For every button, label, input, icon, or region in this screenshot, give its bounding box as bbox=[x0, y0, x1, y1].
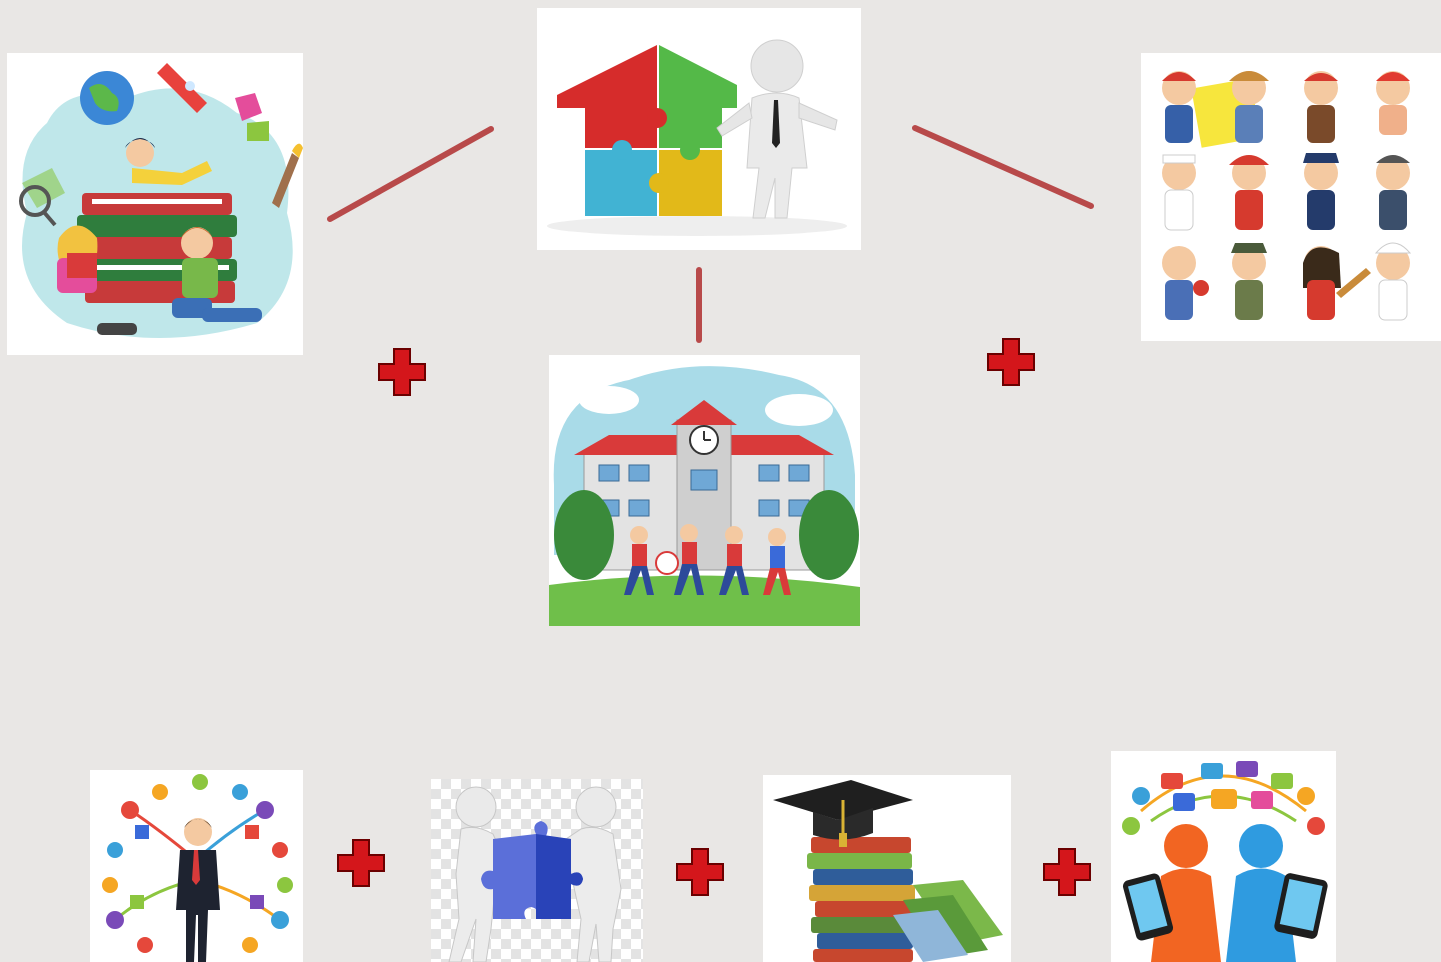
plus-icon bbox=[676, 848, 724, 896]
digital-communication-image bbox=[1111, 751, 1336, 962]
connector-left bbox=[327, 126, 494, 222]
school-building-icon bbox=[549, 355, 860, 626]
puzzle-people-image bbox=[431, 779, 643, 962]
plus-icon bbox=[987, 338, 1035, 386]
plus-icon-top-left bbox=[376, 346, 428, 398]
business-network-image bbox=[90, 770, 303, 962]
house-puzzle-image bbox=[537, 8, 861, 250]
plus-icon bbox=[1043, 848, 1091, 896]
people-puzzle-icon bbox=[448, 786, 622, 962]
children-reading-books-icon bbox=[19, 63, 303, 338]
books-graduation-image bbox=[763, 775, 1011, 962]
professions-image bbox=[1141, 53, 1441, 341]
digital-communication-icon bbox=[1122, 761, 1328, 962]
businessman-network-icon bbox=[102, 774, 293, 962]
school-image bbox=[549, 355, 860, 626]
children-books-image bbox=[7, 53, 303, 355]
professions-icon bbox=[1162, 71, 1412, 321]
plus-icon-bottom-3 bbox=[1041, 846, 1093, 898]
plus-icon bbox=[378, 348, 426, 396]
connector-right bbox=[912, 125, 1094, 209]
graduation-books-icon bbox=[773, 780, 1003, 962]
plus-icon-bottom-1 bbox=[335, 837, 387, 889]
plus-icon bbox=[337, 839, 385, 887]
puzzle-house-icon bbox=[547, 39, 847, 236]
plus-icon-bottom-2 bbox=[674, 846, 726, 898]
plus-icon-top-right bbox=[985, 336, 1037, 388]
